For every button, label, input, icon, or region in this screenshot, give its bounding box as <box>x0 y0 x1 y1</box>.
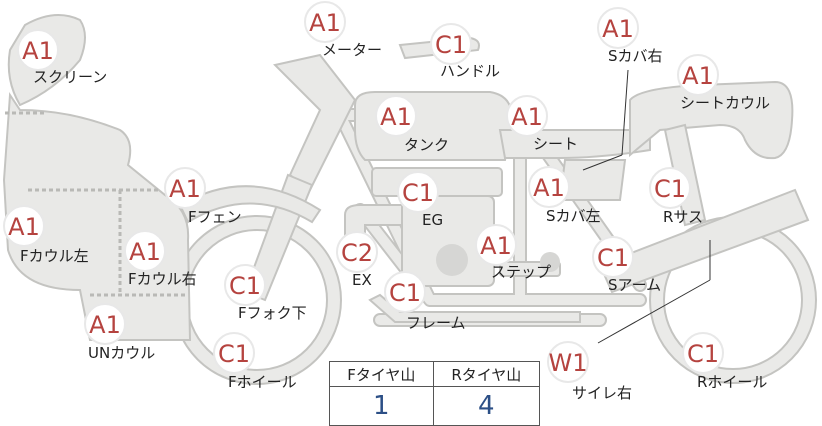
part-label-engine: EG <box>422 211 443 229</box>
part-label-f-cowl-left: Fカウル左 <box>20 247 89 265</box>
grade-badge-engine[interactable]: C1 <box>397 171 439 213</box>
grade-badge-s-cover-left[interactable]: A1 <box>528 166 570 208</box>
exhaust-pipe-shape <box>368 293 581 323</box>
grade-badge-f-cowl-left[interactable]: A1 <box>3 205 45 247</box>
svg-text:A1: A1 <box>89 311 121 339</box>
grade-badge-swingarm[interactable]: C1 <box>592 236 634 278</box>
part-label-step: ステップ <box>491 263 551 281</box>
front-fender-shape <box>178 185 322 224</box>
part-label-meter: メーター <box>322 41 382 59</box>
grade-badge-f-wheel[interactable]: C1 <box>213 332 255 374</box>
svg-text:C1: C1 <box>687 340 719 368</box>
svg-text:C1: C1 <box>389 279 421 307</box>
svg-text:C1: C1 <box>654 175 686 203</box>
part-label-f-fender: Fフェン <box>188 208 242 226</box>
part-label-silencer-right: サイレ右 <box>572 384 632 402</box>
part-label-exhaust: EX <box>352 271 372 289</box>
cowl-panel-lines <box>5 111 185 297</box>
svg-text:A1: A1 <box>511 103 543 131</box>
svg-text:W1: W1 <box>549 349 588 377</box>
svg-text:A1: A1 <box>129 238 161 266</box>
svg-text:C1: C1 <box>597 244 629 272</box>
svg-text:A1: A1 <box>682 62 714 90</box>
grade-badges: A1 A1 C1 A1 A1 A1 A1 A1 C1 A1 C1 A1 A1 C… <box>3 1 724 383</box>
grade-badge-r-wheel[interactable]: C1 <box>682 332 724 374</box>
part-label-handle: ハンドル <box>440 62 500 80</box>
grade-badge-f-fork-lower[interactable]: C1 <box>224 264 266 306</box>
grade-badge-meter[interactable]: A1 <box>304 1 346 43</box>
part-label-seat-cowl: シートカウル <box>680 94 770 112</box>
swingarm-shape <box>598 188 810 294</box>
rear-tread-header: Rタイヤ山 <box>432 361 541 387</box>
front-tread-header: Fタイヤ山 <box>329 361 434 387</box>
engine-cover-shape <box>436 244 468 276</box>
part-label-r-suspension: Rサス <box>663 208 703 226</box>
step-peg-shape <box>540 252 560 272</box>
seat-shape <box>498 129 651 159</box>
part-label-screen: スクリーン <box>33 68 107 86</box>
grade-badge-step[interactable]: A1 <box>475 224 517 266</box>
part-label-s-cover-left: Sカバ左 <box>546 207 601 225</box>
svg-text:C1: C1 <box>218 340 250 368</box>
part-label-f-fork-lower: Fフォク下 <box>238 304 307 322</box>
front-cowl-shape <box>2 92 192 341</box>
fork-shape <box>273 53 357 192</box>
grade-badge-f-fender[interactable]: A1 <box>164 167 206 209</box>
svg-text:A1: A1 <box>22 37 54 65</box>
svg-text:A1: A1 <box>380 103 412 131</box>
grade-badge-f-cowl-right[interactable]: A1 <box>124 230 166 272</box>
grade-badge-s-cover-right[interactable]: A1 <box>597 7 639 49</box>
grade-badge-un-cowl[interactable]: A1 <box>84 303 126 345</box>
leader-lines <box>582 69 711 344</box>
svg-text:C1: C1 <box>435 31 467 59</box>
svg-text:A1: A1 <box>533 174 565 202</box>
grade-badge-seat-cowl[interactable]: A1 <box>677 54 719 96</box>
part-label-swingarm: Sアーム <box>608 276 661 294</box>
part-labels: スクリーン メーター ハンドル Sカバ右 シートカウル タンク シート Fフェン… <box>20 41 770 402</box>
svg-text:C1: C1 <box>402 179 434 207</box>
tire-tread-table: Fタイヤ山 Rタイヤ山 1 4 <box>329 361 541 426</box>
svg-text:A1: A1 <box>602 15 634 43</box>
grade-badge-r-suspension[interactable]: C1 <box>649 167 691 209</box>
svg-text:C1: C1 <box>229 272 261 300</box>
part-label-frame: フレーム <box>406 314 466 332</box>
part-label-f-wheel: Fホイール <box>228 373 297 391</box>
grade-badge-frame[interactable]: C1 <box>384 271 426 313</box>
grade-badge-exhaust[interactable]: C2 <box>336 231 378 273</box>
part-label-s-cover-right: Sカバ右 <box>608 47 663 65</box>
svg-text:A1: A1 <box>8 213 40 241</box>
part-label-f-cowl-right: Fカウル右 <box>128 270 197 288</box>
svg-text:C2: C2 <box>341 239 373 267</box>
svg-text:A1: A1 <box>309 9 341 37</box>
part-label-un-cowl: UNカウル <box>88 344 155 362</box>
rear-tread-value: 4 <box>432 386 541 426</box>
part-label-r-wheel: Rホイール <box>697 373 767 391</box>
svg-text:A1: A1 <box>169 175 201 203</box>
grade-badge-handle[interactable]: C1 <box>430 23 472 65</box>
part-label-seat: シート <box>533 135 578 153</box>
grade-badge-seat[interactable]: A1 <box>506 95 548 137</box>
svg-text:A1: A1 <box>480 232 512 260</box>
front-tread-value: 1 <box>329 386 434 426</box>
grade-badge-screen[interactable]: A1 <box>17 29 59 71</box>
grade-badge-silencer-right[interactable]: W1 <box>547 341 589 383</box>
part-label-tank: タンク <box>404 136 449 154</box>
grade-badge-tank[interactable]: A1 <box>375 95 417 137</box>
